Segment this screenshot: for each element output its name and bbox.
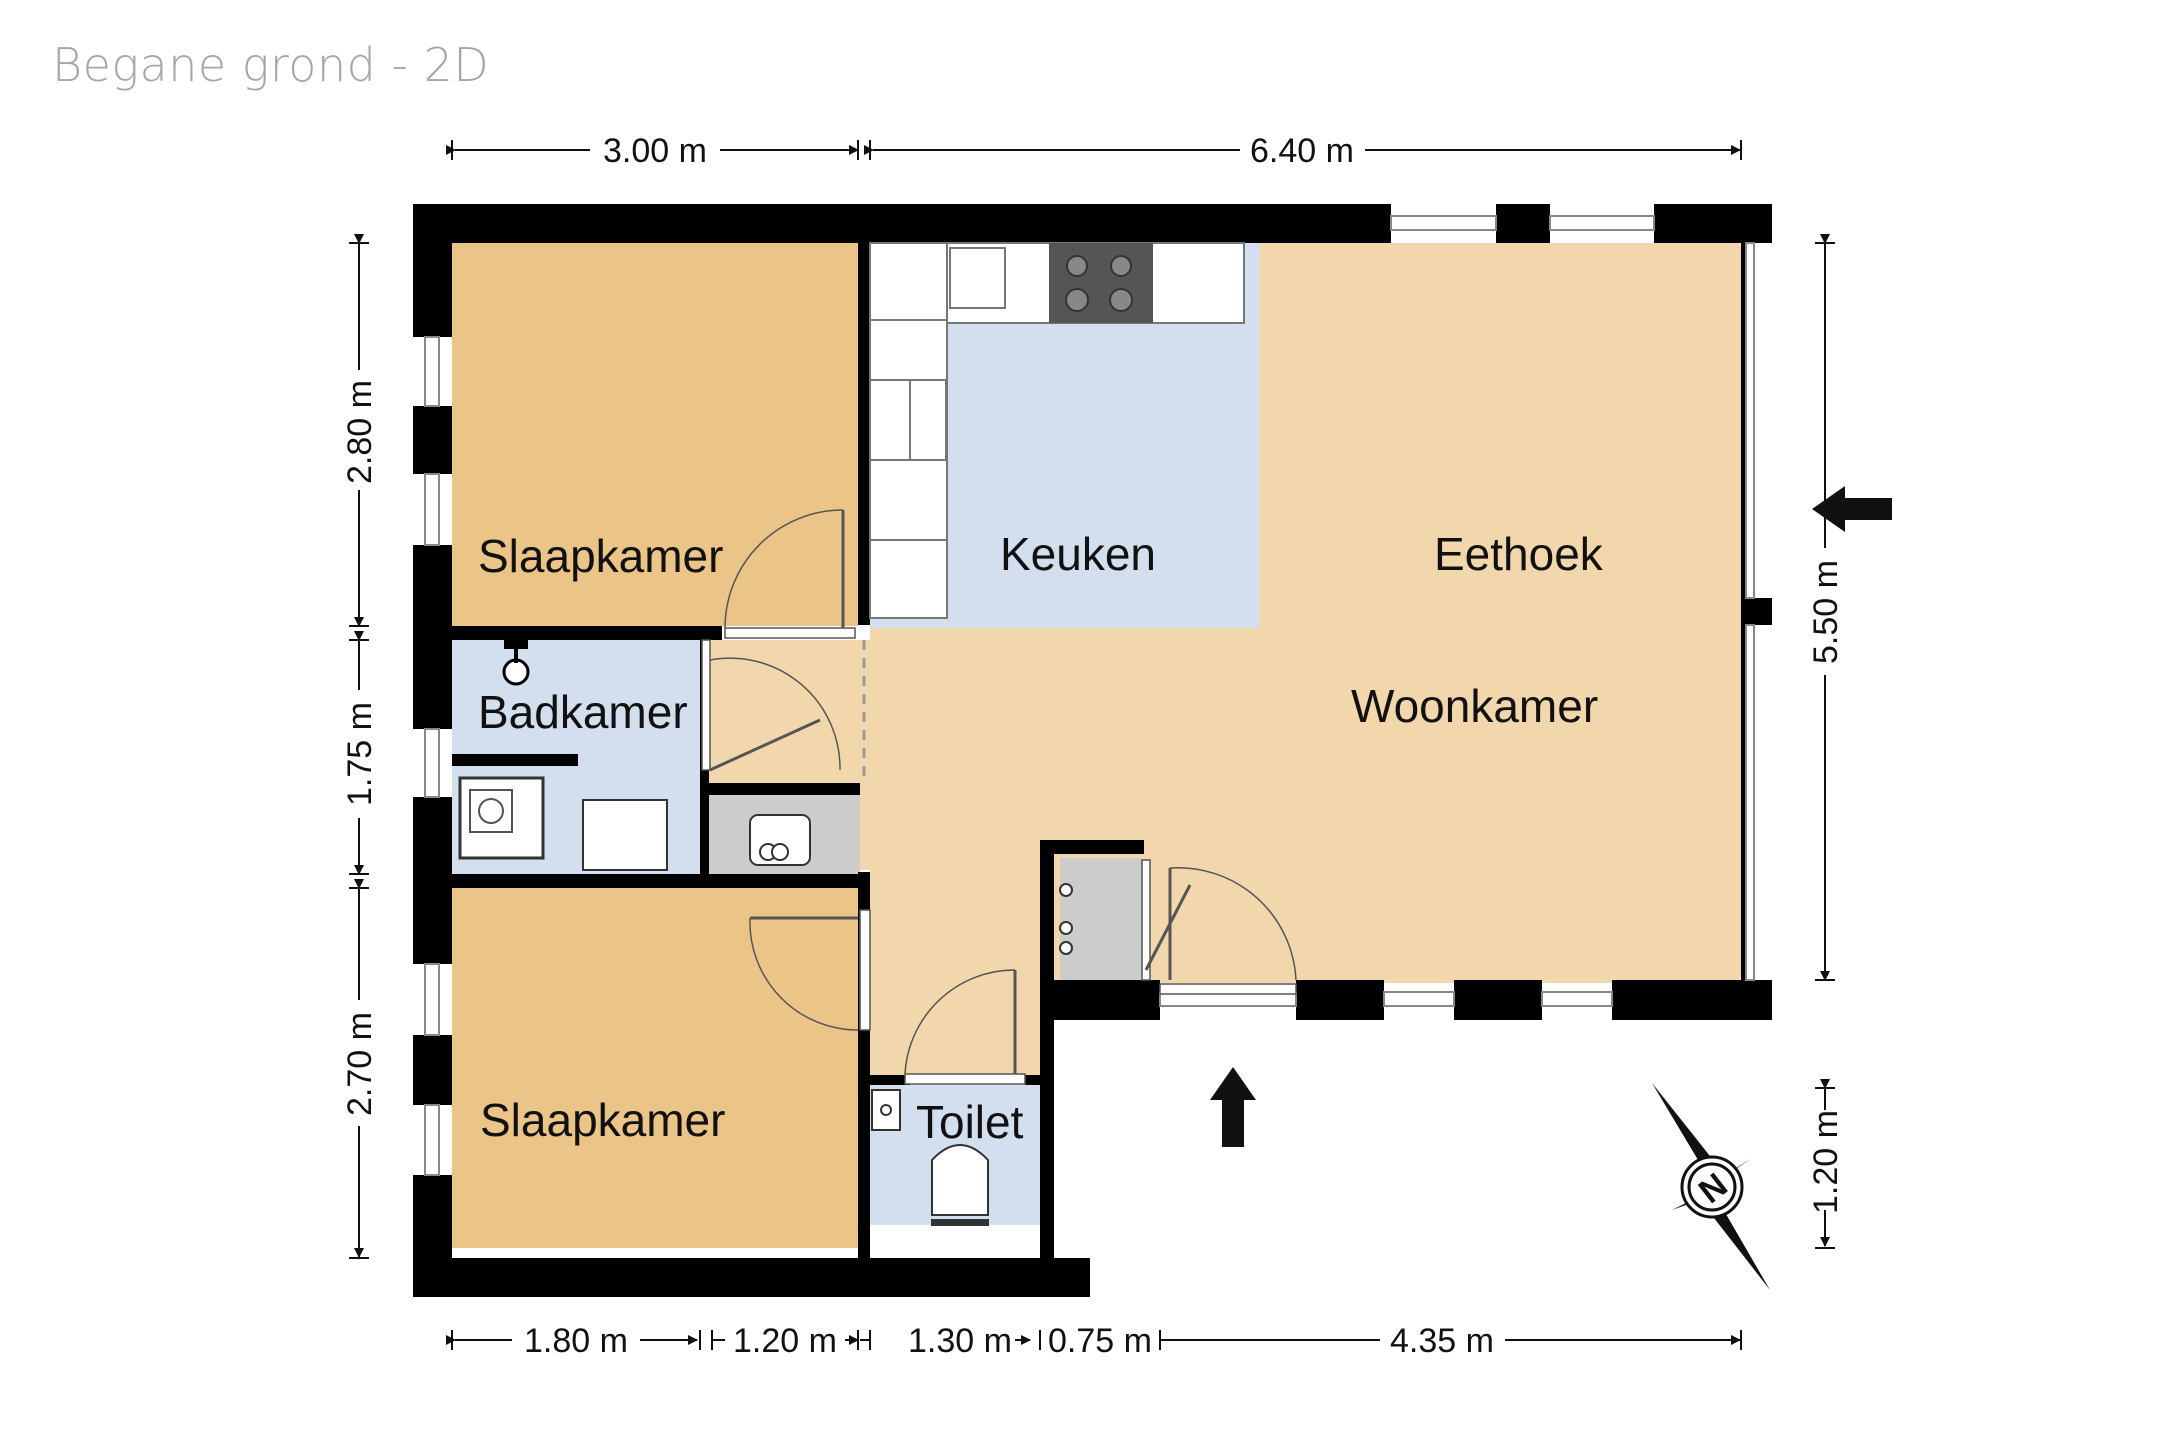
dimension-lines [349, 140, 1835, 1350]
dim-right-1: 5.50 m [1807, 560, 1845, 664]
compass-icon: N [1652, 1083, 1770, 1290]
dim-bottom-2: 1.20 m [733, 1322, 837, 1360]
bedroom-bottom-floor [452, 888, 858, 1248]
walls [413, 204, 1772, 1297]
dim-top-left: 3.00 m [603, 132, 707, 170]
room-label-bathroom: Badkamer [478, 686, 688, 738]
boiler-icon [749, 814, 811, 866]
room-label-toilet: Toilet [916, 1096, 1024, 1148]
windows [424, 215, 1755, 1176]
dim-top-right: 6.40 m [1250, 132, 1354, 170]
toilet-fixtures [871, 1089, 989, 1226]
dim-right-2: 1.20 m [1807, 1110, 1845, 1214]
doors [701, 509, 1297, 1085]
shower-wall [452, 754, 578, 766]
dim-bottom-4: 0.75 m [1048, 1322, 1152, 1360]
room-label-living: Woonkamer [1351, 680, 1598, 732]
washbasin-icon [582, 799, 668, 871]
stove-icon [1049, 243, 1153, 323]
bathroom-fixtures [452, 637, 668, 871]
shower-head-icon [502, 658, 530, 686]
room-label-kitchen: Keuken [1000, 528, 1156, 580]
dim-bottom-1: 1.80 m [524, 1322, 628, 1360]
plan-title: Begane grond - 2D [52, 38, 490, 92]
dim-bottom-3: 1.30 m [908, 1322, 1012, 1360]
dim-left-2: 1.75 m [341, 702, 379, 806]
room-label-bedroom-top: Slaapkamer [478, 530, 723, 582]
dim-bottom-5: 4.35 m [1390, 1322, 1494, 1360]
entrance-closet-icons [1059, 883, 1073, 955]
entrance-closet [1060, 858, 1142, 980]
side-entrance-arrow-icon [1812, 486, 1892, 532]
dim-left-1: 2.80 m [341, 380, 379, 484]
dim-left-3: 2.70 m [341, 1012, 379, 1116]
bedroom-top-floor [452, 243, 858, 626]
entrance-arrow-icon [1210, 1067, 1256, 1147]
hall-lower-floor [870, 880, 1040, 1080]
room-label-dining: Eethoek [1434, 528, 1604, 580]
room-label-bedroom-bottom: Slaapkamer [480, 1094, 725, 1146]
